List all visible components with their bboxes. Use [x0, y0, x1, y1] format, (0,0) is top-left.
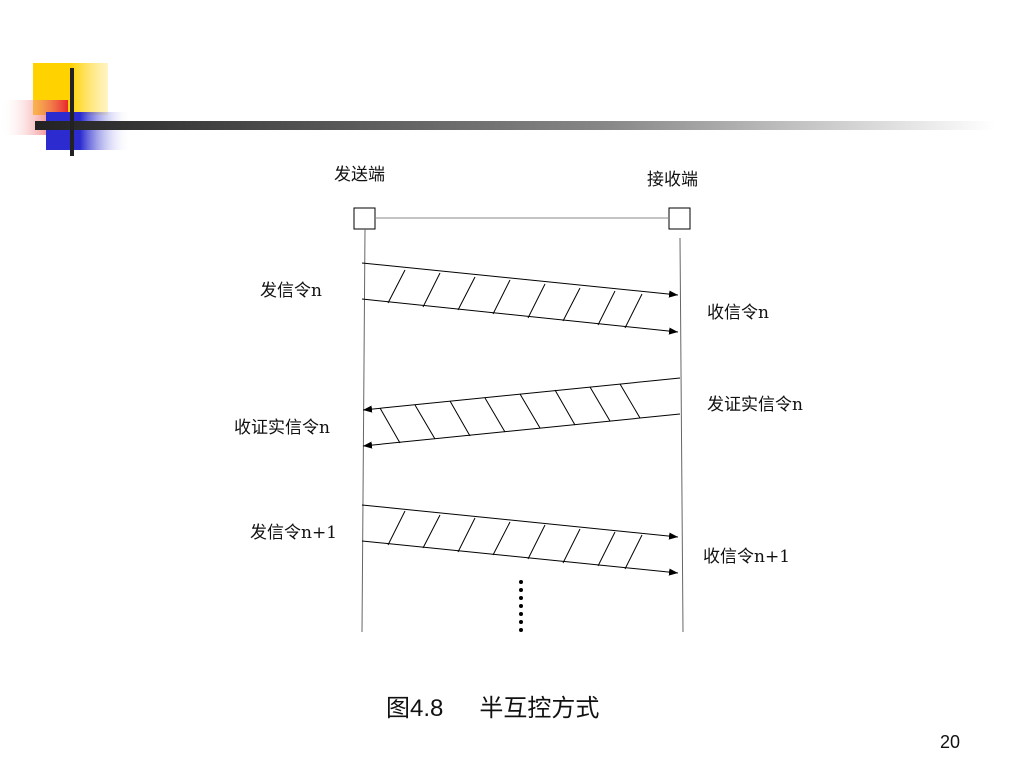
sender-timeline — [361, 228, 366, 633]
receiver-node — [668, 207, 691, 230]
figure-number: 图4.8 — [386, 695, 444, 722]
continuation-dots — [519, 580, 523, 632]
arrow-send-n-top — [361, 262, 679, 298]
label-send-n-plus-1: 发信令n+1 — [250, 523, 338, 543]
arrow-send-n-bottom — [361, 298, 679, 335]
deco-vertical-bar — [70, 68, 74, 156]
deco-horizontal-bar — [35, 121, 995, 130]
sender-title: 发送端 — [334, 165, 385, 185]
receiver-title: 接收端 — [647, 170, 698, 190]
figure-title: 半互控方式 — [479, 694, 600, 722]
sender-node — [353, 207, 376, 230]
deco-blue-square — [46, 112, 131, 150]
figure-caption: 图4.8 半互控方式 — [386, 688, 599, 723]
label-send-n: 发信令n — [260, 281, 322, 301]
arrow-ack-n-bottom — [362, 413, 681, 449]
arrow-ack-n-top — [362, 377, 681, 413]
message-send-n — [361, 262, 679, 335]
receiver-timeline — [679, 237, 684, 633]
hatch-ack-n — [379, 383, 641, 444]
arrow-send-n1-top — [361, 504, 679, 540]
page-number: 20 — [940, 732, 961, 752]
label-send-ack-n: 发证实信令n — [707, 395, 803, 415]
hatch-send-n — [387, 269, 643, 329]
message-send-n-plus-1 — [361, 504, 679, 576]
message-ack-n — [362, 377, 681, 449]
slide-decoration — [0, 63, 995, 156]
label-receive-n-plus-1: 收信令n+1 — [703, 547, 791, 567]
hatch-send-n1 — [387, 510, 643, 570]
label-receive-ack-n: 收证实信令n — [234, 418, 330, 438]
label-receive-n: 收信令n — [707, 303, 769, 323]
